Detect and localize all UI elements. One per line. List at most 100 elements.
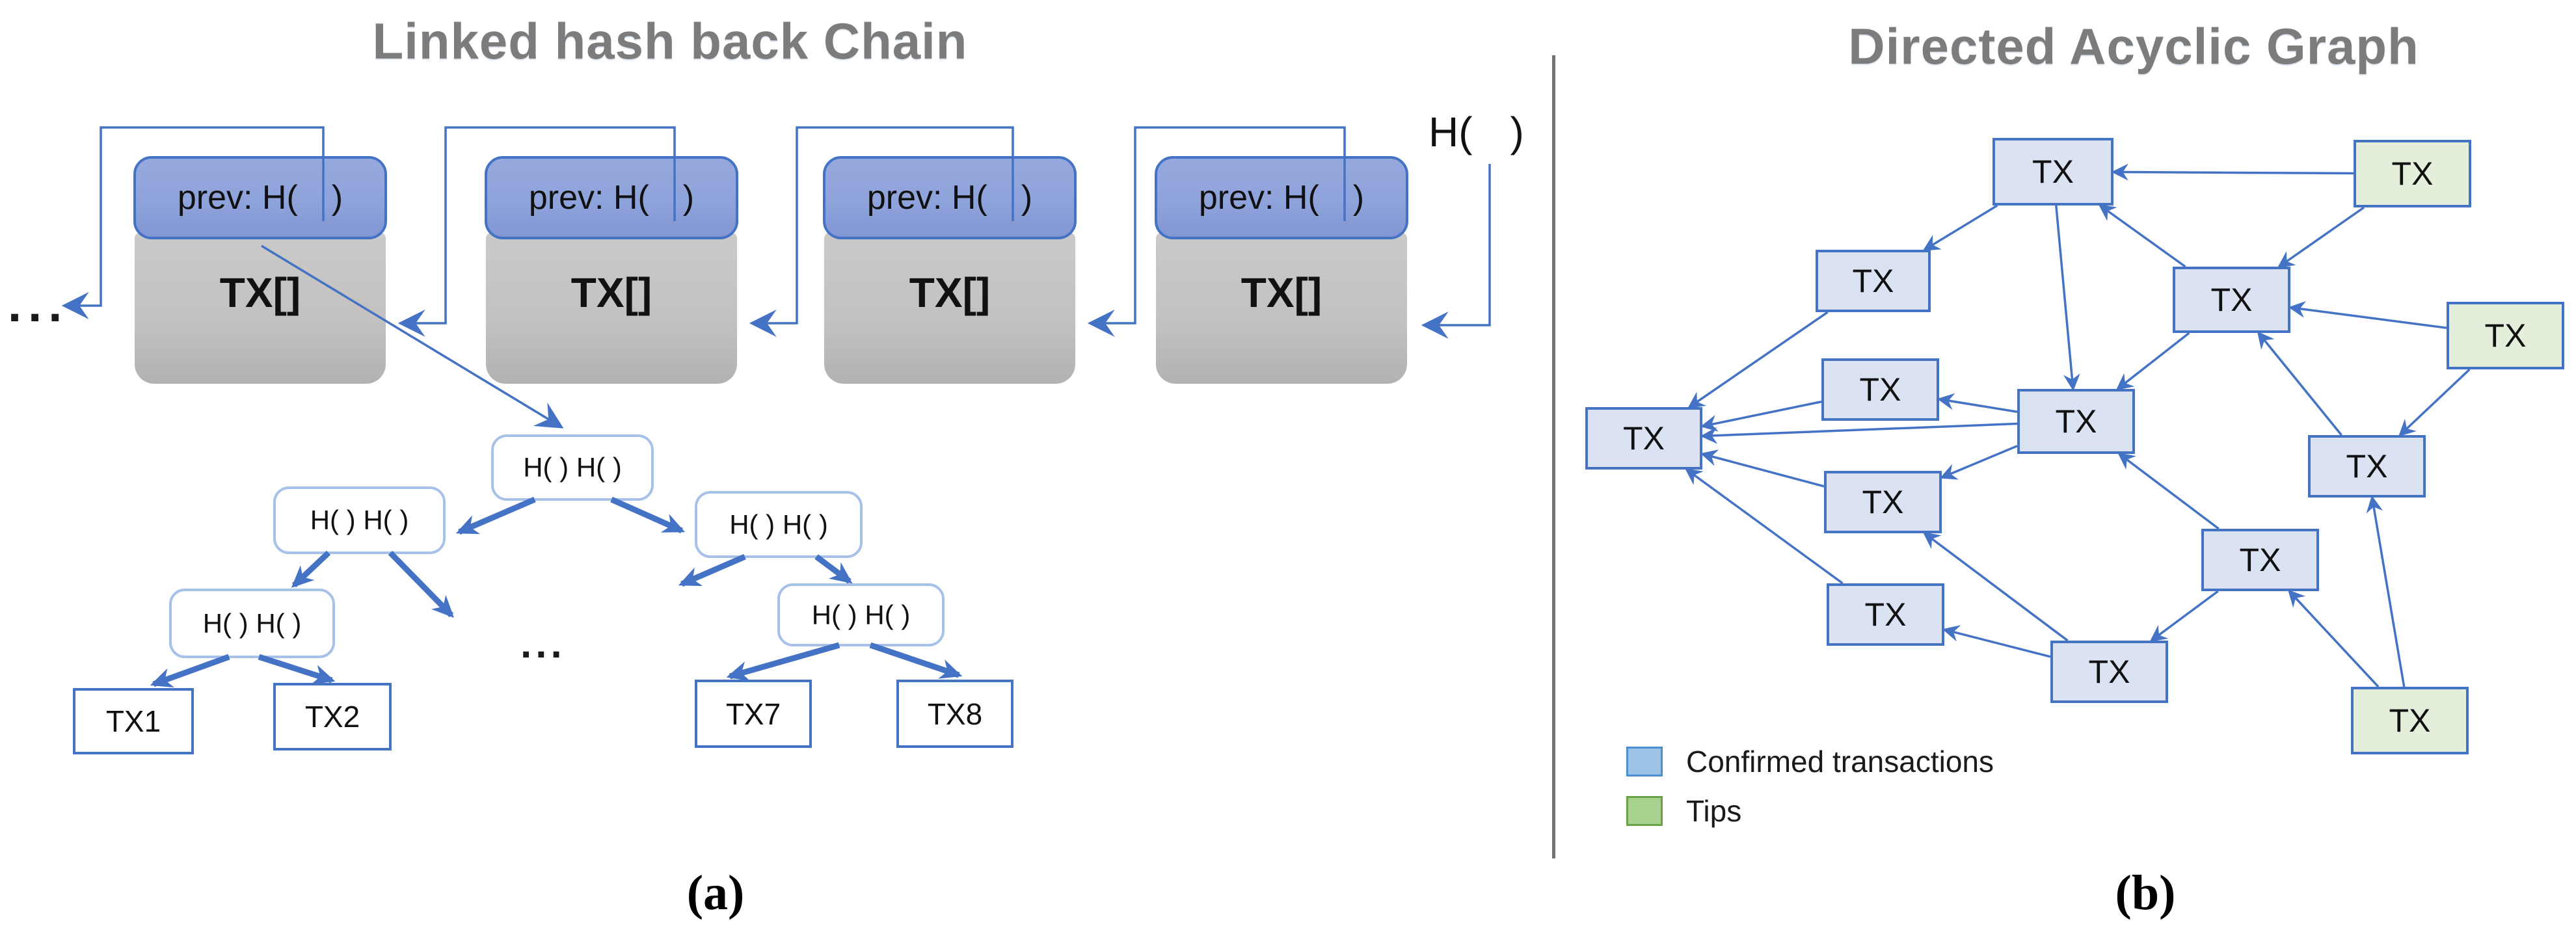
- merkle-leaf-tx1: TX1: [73, 688, 194, 754]
- merkle-leaf-tx8: TX8: [896, 680, 1013, 748]
- merkle-leaf-tx2: TX2: [273, 683, 392, 750]
- chain-block-header-label: prev: H(): [867, 178, 1032, 217]
- merkle-tree-arrow-6: [814, 554, 853, 584]
- dag-node-n8-confirmed: TX: [2201, 529, 2319, 591]
- merkle-tree-arrow-7: [150, 654, 230, 688]
- dag-edge-n8-to-n5: [2117, 453, 2220, 530]
- head-hash-connector: [1421, 164, 1491, 339]
- chain-header-text: ): [682, 179, 695, 217]
- merkle-hash-node-LL: H( ) H( ): [169, 589, 335, 658]
- legend-label-tips: Tips: [1686, 794, 1742, 828]
- dag-node-n7-confirmed: TX: [1824, 471, 1942, 533]
- head-hash-suffix: ): [1510, 109, 1524, 155]
- merkle-tree-arrow-5: [678, 553, 746, 587]
- dag-edge-n5-to-n4: [1937, 393, 2018, 413]
- chain-block-body: TX[]: [824, 233, 1075, 384]
- chain-header-text: prev: H(: [177, 179, 298, 217]
- chain-block-header: prev: H(): [823, 156, 1077, 239]
- dag-edge-n10-to-n9: [1942, 625, 2051, 658]
- dag-edge-n9-to-n0: [1685, 468, 1844, 585]
- dag-node-n1-confirmed: TX: [1992, 138, 2113, 206]
- chain-block-4: TX[] prev: H(): [1155, 156, 1408, 384]
- chain-continues-ellipsis: ...: [8, 277, 69, 332]
- chain-block-body: TX[]: [1156, 233, 1407, 384]
- merkle-tree-arrow-1: [455, 496, 536, 535]
- dag-edge-n7-to-n0: [1700, 449, 1825, 488]
- legend-swatch-confirmed-icon: [1626, 747, 1663, 777]
- dag-node-n3-confirmed: TX: [2173, 267, 2290, 333]
- head-hash-prefix: H(: [1429, 109, 1473, 155]
- chain-block-header-label: prev: H(): [178, 178, 343, 217]
- merkle-tree-arrow-9: [726, 642, 840, 682]
- dag-edge-g2-to-n6: [2398, 368, 2471, 437]
- merkle-hash-node-root: H( ) H( ): [491, 434, 654, 501]
- dag-edge-n8-to-n10: [2149, 590, 2219, 642]
- chain-block-header: prev: H(): [133, 156, 387, 239]
- chain-block-header-label: prev: H(): [529, 178, 694, 217]
- chain-block-2: TX[] prev: H(): [485, 156, 738, 384]
- dag-node-n4-confirmed: TX: [1821, 358, 1939, 421]
- dag-edge-g1-to-n3: [2277, 206, 2365, 268]
- dag-edge-n3-to-n5: [2115, 332, 2190, 391]
- dag-edge-n10-to-n7: [1922, 532, 2069, 642]
- dag-node-g3-tip: TX: [2351, 687, 2469, 754]
- chain-block-header: prev: H(): [485, 156, 738, 239]
- dag-edge-n1-to-n2: [1922, 204, 1998, 251]
- left-panel-title: Linked hash back Chain: [372, 12, 968, 70]
- merkle-hash-node-RR: H( ) H( ): [777, 583, 945, 646]
- dag-edge-n5-to-n0: [1700, 422, 2018, 444]
- chain-header-text: prev: H(: [866, 179, 987, 217]
- subfigure-caption-a: (a): [686, 866, 745, 920]
- chain-header-text: prev: H(: [528, 179, 649, 217]
- dag-node-g1-tip: TX: [2354, 140, 2471, 207]
- chain-block-1: TX[] prev: H(): [133, 156, 387, 384]
- right-panel-title: Directed Acyclic Graph: [1848, 18, 2419, 75]
- merkle-omitted-ellipsis: ...: [520, 622, 566, 667]
- chain-block-body-label: TX[]: [909, 269, 991, 316]
- head-hash-label: H( ): [1429, 108, 1524, 156]
- dag-edge-n4-to-n0: [1700, 400, 1822, 432]
- chain-block-body-label: TX[]: [219, 269, 301, 316]
- chain-block-3: TX[] prev: H(): [823, 156, 1077, 384]
- dag-edge-n1-to-n5: [2055, 205, 2080, 392]
- dag-edge-n6-to-n3: [2257, 331, 2342, 436]
- dag-node-n5-confirmed: TX: [2017, 389, 2135, 454]
- dag-edge-g2-to-n3: [2288, 300, 2447, 329]
- legend-item-confirmed: Confirmed transactions: [1626, 744, 1994, 779]
- dag-edge-g1-to-n1: [2111, 163, 2354, 181]
- merkle-hash-node-L: H( ) H( ): [273, 486, 446, 554]
- subfigure-caption-b: (b): [2115, 866, 2176, 920]
- dag-edge-g3-to-n6: [2366, 495, 2406, 687]
- merkle-tree-arrow-4: [388, 550, 454, 618]
- dag-node-n2-confirmed: TX: [1816, 250, 1931, 312]
- dag-edge-n2-to-n0: [1687, 311, 1829, 408]
- merkle-hash-node-R: H( ) H( ): [695, 491, 863, 558]
- chain-block-body-label: TX[]: [570, 269, 652, 316]
- merkle-tree-arrow-2: [610, 496, 686, 534]
- legend-item-tips: Tips: [1626, 793, 1741, 829]
- dag-edge-n3-to-n1: [2098, 204, 2186, 268]
- merkle-leaf-tx7: TX7: [695, 680, 812, 748]
- chain-header-text: prev: H(: [1198, 179, 1319, 217]
- dag-node-n0-confirmed: TX: [1585, 407, 1702, 470]
- merkle-tree-arrow-3: [291, 550, 331, 588]
- chain-block-header: prev: H(): [1155, 156, 1408, 239]
- dag-edge-n5-to-n7: [1940, 445, 2018, 480]
- chain-header-text: ): [1021, 179, 1033, 217]
- legend-label-confirmed: Confirmed transactions: [1686, 745, 1994, 778]
- dag-node-n6-confirmed: TX: [2308, 435, 2426, 498]
- merkle-tree-arrow-10: [869, 642, 963, 679]
- chain-block-body-label: TX[]: [1241, 269, 1322, 316]
- chain-block-header-label: prev: H(): [1199, 178, 1364, 217]
- chain-block-body: TX[]: [135, 233, 386, 384]
- chain-block-body: TX[]: [486, 233, 737, 384]
- legend-swatch-tips-icon: [1626, 796, 1663, 826]
- dag-node-n9-confirmed: TX: [1827, 583, 1944, 646]
- dag-node-g2-tip: TX: [2447, 302, 2564, 369]
- chain-header-text: ): [1352, 179, 1365, 217]
- panel-divider: [1552, 55, 1555, 858]
- dag-node-n10-confirmed: TX: [2050, 641, 2168, 703]
- dag-edge-g3-to-n8: [2287, 589, 2380, 688]
